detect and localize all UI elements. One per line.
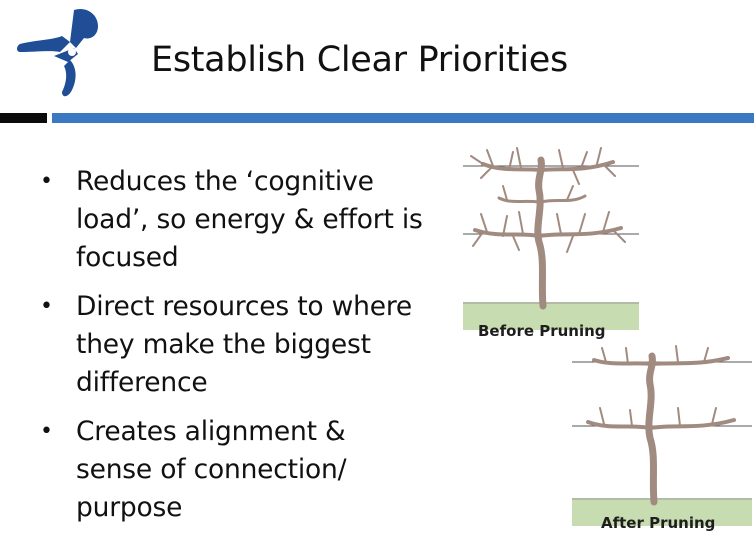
bullet-list: • Reduces the ‘cognitive load’, so energ… [36,163,426,538]
bullet-item: • Creates alignment & sense of connectio… [36,413,426,527]
bullet-dot: • [40,294,53,319]
after-pruning-tree-illustration [572,345,752,526]
after-pruning-caption: After Pruning [601,514,716,532]
bullet-item: • Direct resources to where they make th… [36,288,426,402]
bullet-dot: • [40,419,53,444]
bullet-text: Direct resources to where they make the … [76,291,413,398]
bullet-text: Reduces the ‘cognitive load’, so energy … [76,166,423,273]
bullet-dot: • [40,169,53,194]
header-rule-blue [52,113,754,123]
pruning-shears-logo-icon [17,8,98,97]
bullet-text: Creates alignment & sense of connection/… [76,416,347,523]
header-rule-black [0,113,47,123]
slide-title: Establish Clear Priorities [151,40,568,80]
before-pruning-tree-illustration [463,147,639,330]
bullet-item: • Reduces the ‘cognitive load’, so energ… [36,163,426,277]
before-pruning-caption: Before Pruning [478,322,606,340]
